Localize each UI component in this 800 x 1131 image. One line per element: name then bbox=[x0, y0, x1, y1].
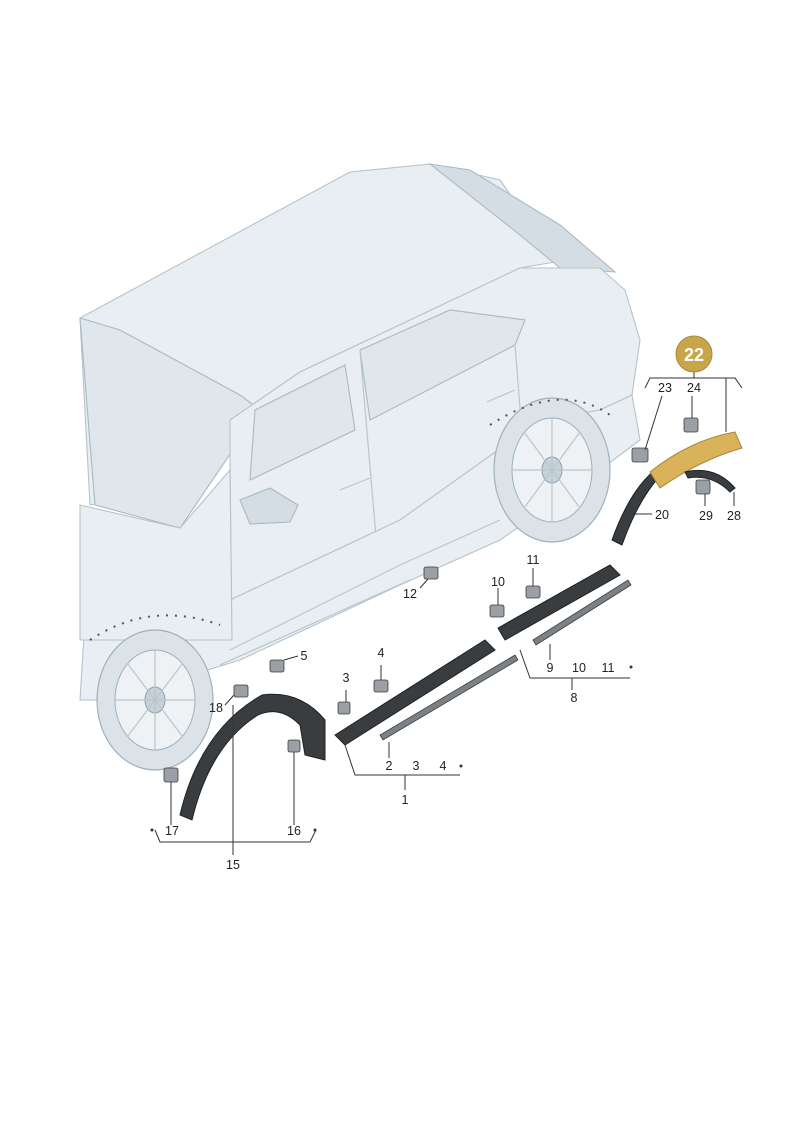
rear-wheel bbox=[493, 397, 611, 543]
front-door-sill-strip[interactable] bbox=[379, 654, 519, 741]
clip-17 bbox=[163, 767, 179, 783]
callout-9: 9 bbox=[547, 661, 554, 675]
clip-16 bbox=[287, 739, 301, 753]
callout-2: 2 bbox=[386, 759, 393, 773]
callout-18: 18 bbox=[209, 701, 223, 715]
callout-16: 16 bbox=[287, 824, 301, 838]
rear-door-sill-trim[interactable] bbox=[497, 564, 621, 641]
callout-11b: 11 bbox=[602, 661, 615, 675]
callout-labels: 1 2 3 3 4 4 5 8 9 10 10 11 11 12 15 16 1… bbox=[165, 381, 741, 872]
clip-29 bbox=[695, 479, 711, 495]
callout-11a: 11 bbox=[527, 553, 540, 567]
group-dots bbox=[150, 665, 633, 832]
highlight-badge[interactable]: 22 bbox=[675, 335, 713, 373]
callout-4b: 4 bbox=[440, 759, 447, 773]
callout-4a: 4 bbox=[378, 646, 385, 660]
callout-1: 1 bbox=[402, 793, 409, 807]
callout-17: 17 bbox=[165, 824, 179, 838]
leader-lines bbox=[154, 365, 743, 855]
clip-3 bbox=[337, 701, 351, 715]
callout-23: 23 bbox=[658, 381, 672, 395]
callout-29: 29 bbox=[699, 509, 713, 523]
front-wheel bbox=[96, 629, 214, 771]
vehicle-illustration bbox=[79, 163, 641, 771]
callout-8: 8 bbox=[571, 691, 578, 705]
clip-23 bbox=[631, 447, 649, 463]
callout-12: 12 bbox=[403, 587, 417, 601]
part-28-trim[interactable] bbox=[684, 469, 736, 493]
clip-11 bbox=[525, 585, 541, 599]
callout-3a: 3 bbox=[343, 671, 350, 685]
clip-18 bbox=[233, 684, 249, 698]
clip-4 bbox=[373, 679, 389, 693]
highlighted-part-22[interactable] bbox=[649, 431, 743, 489]
callout-10a: 10 bbox=[491, 575, 505, 589]
rear-wheel-arch-trim[interactable] bbox=[611, 469, 661, 546]
front-wheel-arch-trim[interactable] bbox=[179, 693, 326, 821]
clip-24 bbox=[683, 417, 699, 433]
callout-24: 24 bbox=[687, 381, 701, 395]
clip-10 bbox=[489, 604, 505, 618]
callout-15: 15 bbox=[226, 858, 240, 872]
callout-3b: 3 bbox=[413, 759, 420, 773]
callout-10b: 10 bbox=[572, 661, 586, 675]
callout-28: 28 bbox=[727, 509, 741, 523]
callout-20: 20 bbox=[655, 508, 669, 522]
highlight-badge-number: 22 bbox=[684, 345, 704, 365]
clip-5 bbox=[269, 659, 285, 673]
front-door-sill-trim[interactable] bbox=[334, 639, 496, 746]
callout-5: 5 bbox=[301, 649, 308, 663]
rear-door-sill-strip[interactable] bbox=[532, 579, 632, 646]
clip-12 bbox=[423, 566, 439, 580]
